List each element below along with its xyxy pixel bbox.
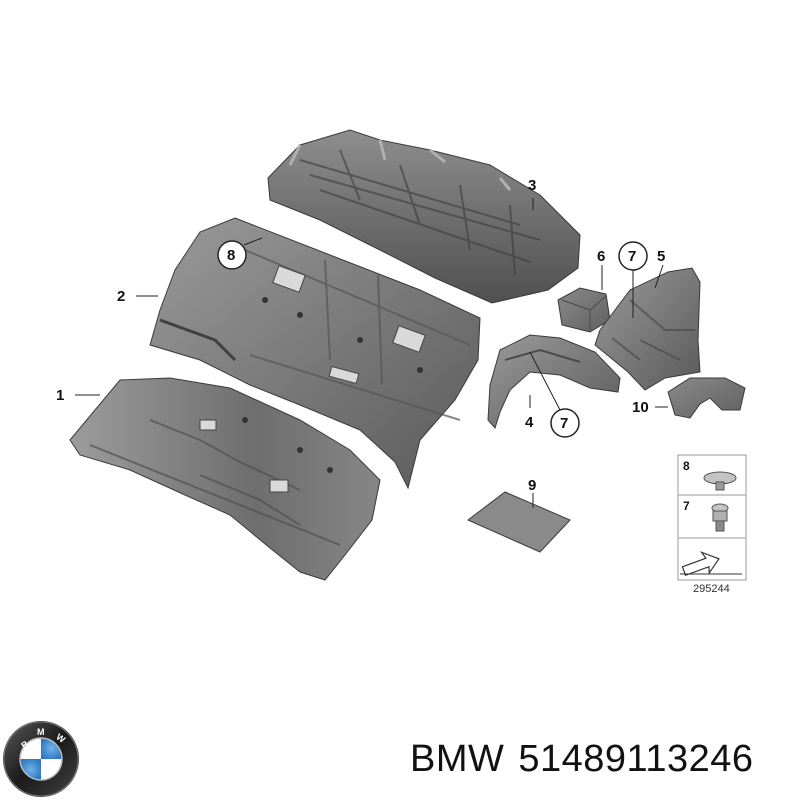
part-3-parcel-shelf [267,129,581,304]
part-4-wheel-arch [487,334,621,430]
callout-1: 1 [56,387,64,404]
callout-10: 10 [632,399,649,416]
callout-7-top: 7 [628,248,636,265]
callout-5: 5 [657,248,665,265]
callout-7-bottom: 7 [560,415,568,432]
callout-3: 3 [528,177,536,194]
part-2-bulkhead-panel [149,217,481,490]
callout-2: 2 [117,288,125,305]
part-10-curved-pad [667,377,746,419]
part-1-floor-insulation [69,377,381,581]
fastener-legend: 8 7 295244 [677,454,747,595]
svg-text:B: B [19,738,30,750]
bmw-logo: B M W [3,721,79,797]
expanding-rivet-icon [711,503,729,532]
leader-lines [75,198,668,508]
callout-9: 9 [528,477,536,494]
part-9-flat-pad [467,491,571,553]
part-5-side-bracket [594,267,701,391]
diagram-reference-number: 295244 [693,583,730,595]
svg-text:M: M [37,727,45,737]
legend-label-8: 8 [683,459,690,473]
callout-6: 6 [597,248,605,265]
part-number: 51489113246 [518,738,754,780]
callout-8: 8 [227,247,235,264]
callouts: 1 2 3 4 5 6 7 7 8 9 10 [56,177,665,494]
callout-4: 4 [525,414,534,431]
footer-part-label: BMW 51489113246 [410,738,768,781]
legend-label-7: 7 [683,499,690,513]
brand-name: BMW [410,738,505,780]
direction-arrow-icon [680,551,742,577]
push-clip-icon [703,471,737,491]
part-6-block [557,287,611,333]
